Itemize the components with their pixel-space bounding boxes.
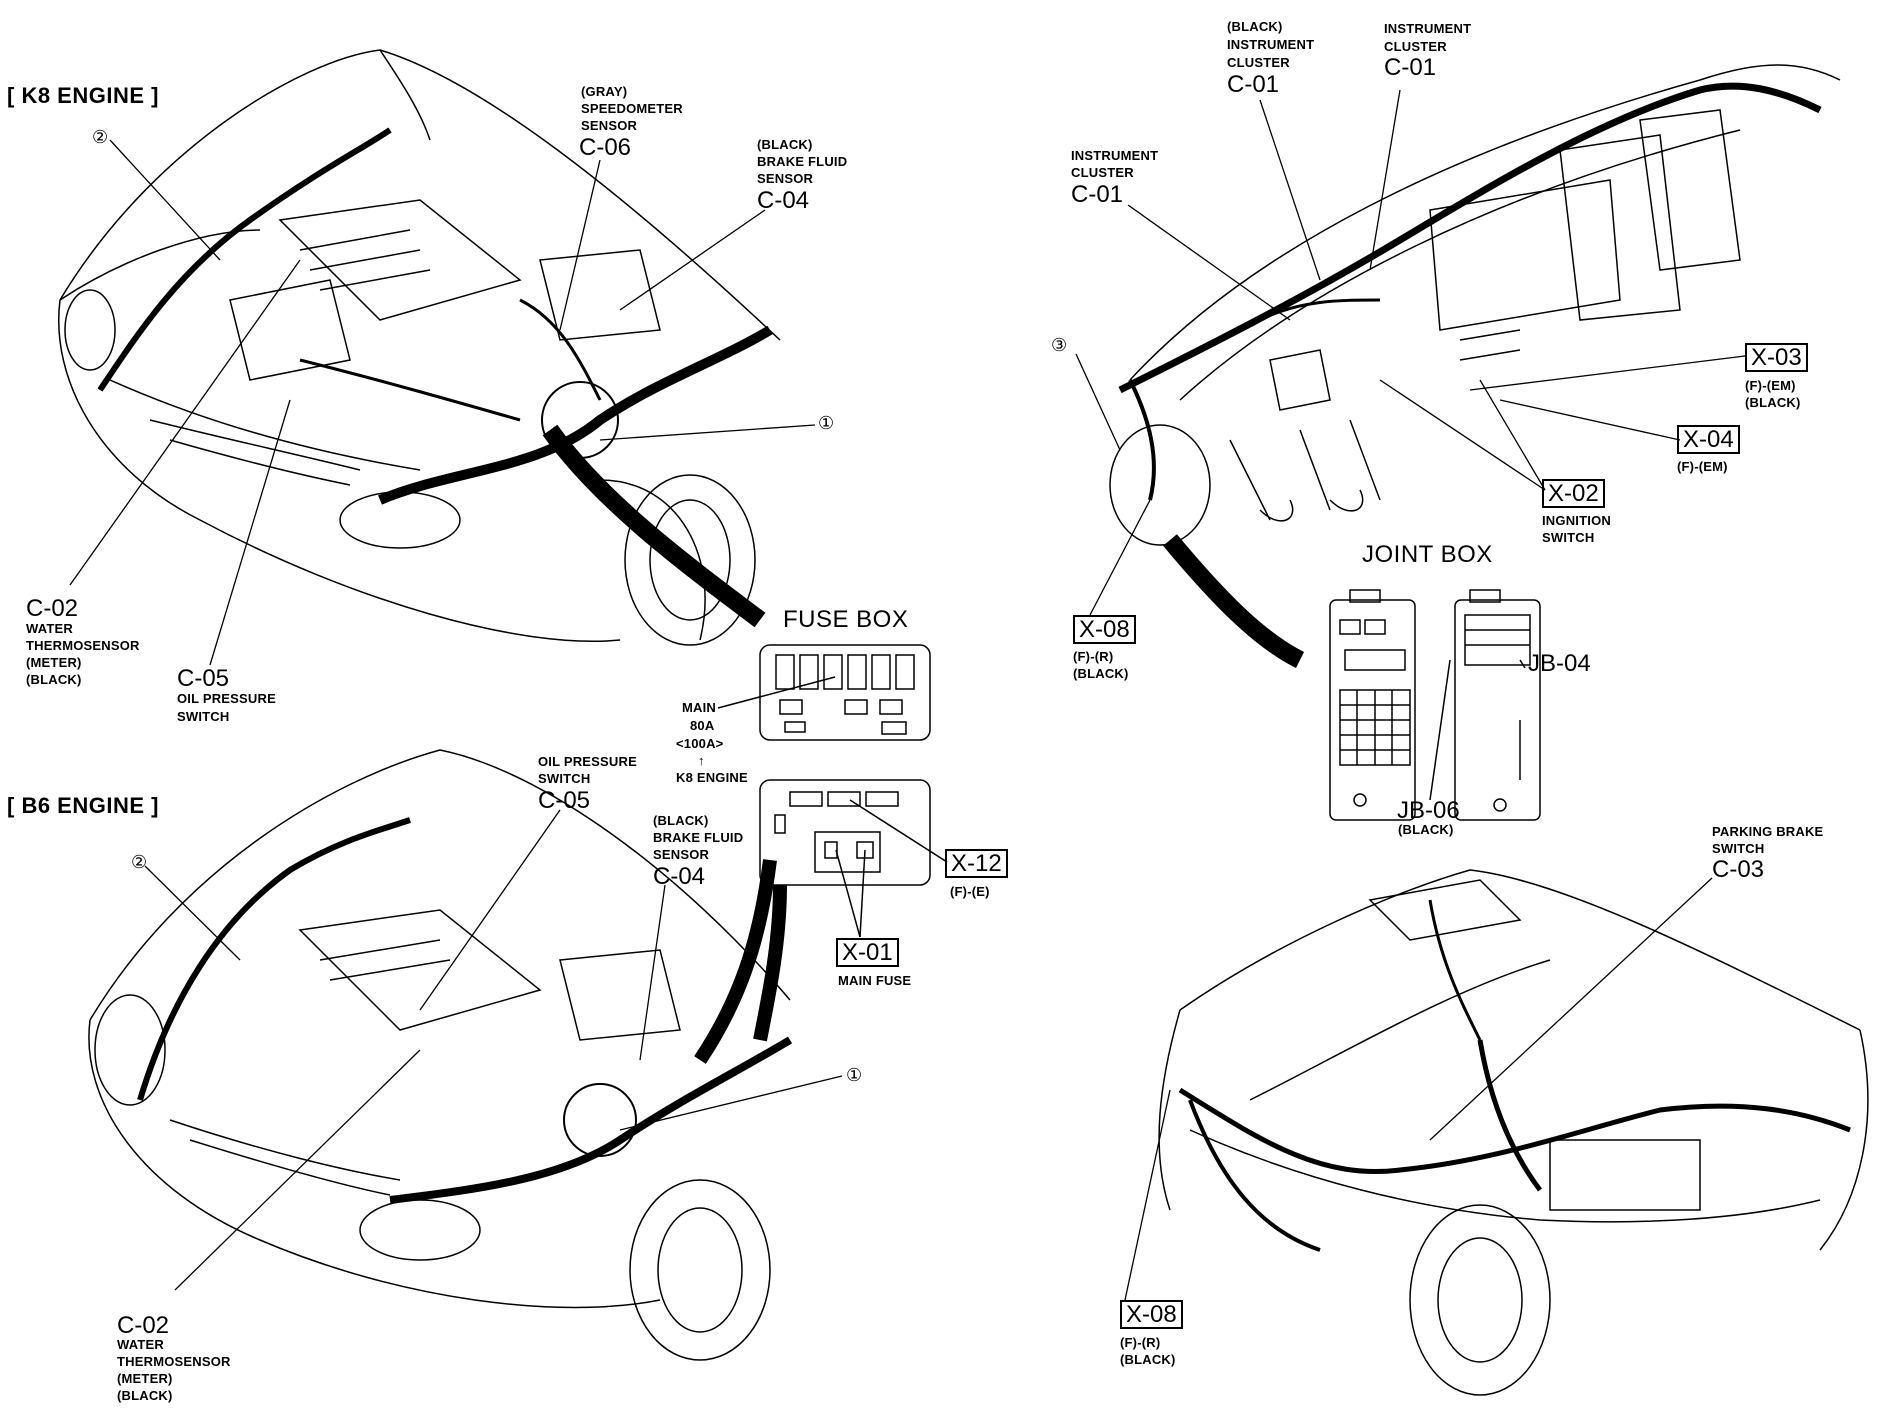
k8-engine-title: [ K8 ENGINE ] <box>7 83 159 108</box>
b6-brake-code: C-04 <box>653 863 706 890</box>
fuse-box-title: FUSE BOX <box>783 606 909 633</box>
k8-brake-name2: SENSOR <box>757 171 814 186</box>
k8-brake-name1: BRAKE FLUID <box>757 154 848 169</box>
k8-speedo-note: (GRAY) <box>581 84 628 99</box>
rear-body-drawing <box>1158 869 1869 1396</box>
dashboard-harness <box>1118 82 1822 669</box>
k8-brake-code: C-04 <box>757 187 810 214</box>
k8-engine-drawing <box>58 49 781 646</box>
x03-connector-box: X-03 <box>1745 343 1808 373</box>
b6-leader-lines <box>144 809 843 1291</box>
k8-harness <box>97 127 773 628</box>
k8-brake-note: (BLACK) <box>757 137 813 152</box>
ic-black-name1: INSTRUMENT <box>1227 37 1315 52</box>
x03-note2: (BLACK) <box>1745 395 1801 410</box>
k8-callout-1: ① <box>818 413 835 433</box>
b6-brake-note: (BLACK) <box>653 813 709 828</box>
k8-speedo-name2: SENSOR <box>581 118 638 133</box>
x01-connector-box: X-01 <box>836 938 899 968</box>
pb-name2: SWITCH <box>1712 841 1765 856</box>
jb04-label: JB-04 <box>1528 650 1591 677</box>
b6-water-name2: THERMOSENSOR <box>117 1354 231 1369</box>
jb06-label: JB-06 <box>1397 797 1460 824</box>
dashboard-leader-lines <box>1075 89 1746 616</box>
pb-code: C-03 <box>1712 856 1765 883</box>
k8-water-code: C-02 <box>26 595 79 622</box>
b6-water-code: C-02 <box>117 1312 170 1339</box>
ic2-code: C-01 <box>1384 54 1437 81</box>
b6-brake-name1: BRAKE FLUID <box>653 830 744 845</box>
x08-front-note1: (F)-(R) <box>1073 649 1114 664</box>
x03-note1: (F)-(EM) <box>1745 378 1796 393</box>
x01-name: MAIN FUSE <box>838 973 912 988</box>
rear-harness <box>1178 899 1851 1252</box>
fuse-box-drawing <box>717 644 948 1042</box>
ic-black-name2: CLUSTER <box>1227 55 1290 70</box>
x08-rear-note1: (F)-(R) <box>1120 1335 1161 1350</box>
k8-speedo-name1: SPEEDOMETER <box>581 101 683 116</box>
ic-black-note: (BLACK) <box>1227 19 1283 34</box>
k8-water-name3: (METER) <box>26 655 82 670</box>
b6-oil-name2: SWITCH <box>538 771 591 786</box>
b6-oil-code: C-05 <box>538 787 591 814</box>
k8-oil-code: C-05 <box>177 665 230 692</box>
b6-oil-name1: OIL PRESSURE <box>538 754 637 769</box>
b6-harness <box>137 817 793 1204</box>
x08-front-connector-box: X-08 <box>1073 615 1136 645</box>
k8-oil-name2: SWITCH <box>177 709 230 724</box>
fuse-main-3: <100A> <box>676 736 724 751</box>
ic2-name1: INSTRUMENT <box>1384 21 1472 36</box>
k8-speedo-code: C-06 <box>579 134 632 161</box>
b6-brake-name2: SENSOR <box>653 847 710 862</box>
fuse-main-arrow: ↑ <box>698 753 705 768</box>
rear-leader-lines <box>1124 877 1713 1301</box>
dash-callout-3: ③ <box>1051 335 1068 355</box>
ic-black-code: C-01 <box>1227 71 1280 98</box>
k8-leader-lines <box>69 139 816 666</box>
dashboard-drawing <box>1109 64 1841 546</box>
x08-rear-connector-box: X-08 <box>1120 1300 1183 1330</box>
b6-callout-2: ② <box>131 852 148 872</box>
x08-rear-note2: (BLACK) <box>1120 1352 1176 1367</box>
k8-callout-2: ② <box>92 127 109 147</box>
b6-callout-1: ① <box>846 1065 863 1085</box>
fuse-main-1: MAIN <box>682 700 717 715</box>
ic3-name2: CLUSTER <box>1071 165 1134 180</box>
ic3-code: C-01 <box>1071 181 1124 208</box>
b6-water-note: (BLACK) <box>117 1388 173 1403</box>
k8-water-name1: WATER <box>26 621 73 636</box>
k8-water-note: (BLACK) <box>26 672 82 687</box>
jb06-note: (BLACK) <box>1398 822 1454 837</box>
x02-connector-box: X-02 <box>1542 479 1605 509</box>
joint-box-drawing <box>1329 589 1541 821</box>
b6-water-name3: (METER) <box>117 1371 173 1386</box>
pb-name1: PARKING BRAKE <box>1712 824 1824 839</box>
fuse-main-4: K8 ENGINE <box>676 770 748 785</box>
x04-note: (F)-(EM) <box>1677 459 1728 474</box>
x02-name1: INGNITION <box>1542 513 1611 528</box>
x12-connector-box: X-12 <box>945 849 1008 879</box>
ic2-name2: CLUSTER <box>1384 39 1447 54</box>
x12-note: (F)-(E) <box>950 884 990 899</box>
b6-engine-title: [ B6 ENGINE ] <box>7 793 159 818</box>
x04-connector-box: X-04 <box>1677 425 1740 455</box>
x08-front-note2: (BLACK) <box>1073 666 1129 681</box>
k8-oil-name1: OIL PRESSURE <box>177 691 276 706</box>
b6-engine-drawing <box>88 749 791 1361</box>
ic3-name1: INSTRUMENT <box>1071 148 1159 163</box>
k8-water-name2: THERMOSENSOR <box>26 638 140 653</box>
joint-box-title: JOINT BOX <box>1362 541 1493 568</box>
fuse-main-2: 80A <box>690 718 715 733</box>
x02-name2: SWITCH <box>1542 530 1595 545</box>
b6-water-name1: WATER <box>117 1337 164 1352</box>
